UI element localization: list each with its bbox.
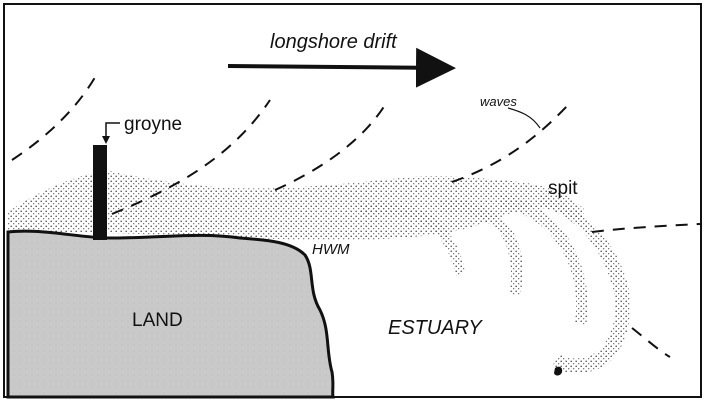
- spit-dot: [554, 367, 562, 376]
- estuary-label: ESTUARY: [388, 317, 483, 339]
- drift-arrow: [228, 66, 448, 68]
- spit-label: spit: [548, 178, 578, 199]
- hwm-label: HWM: [312, 241, 350, 258]
- wave-crest: [12, 72, 98, 160]
- wave-crest: [275, 100, 388, 190]
- groyne-label: groyne: [124, 114, 182, 135]
- groyne-pointer-arrow: [102, 136, 110, 144]
- land-label: LAND: [132, 310, 183, 331]
- waves-pointer: [508, 108, 540, 128]
- wave-crest: [632, 328, 670, 357]
- wave-crest: [452, 105, 568, 182]
- drift-label: longshore drift: [270, 31, 398, 53]
- groyne: [93, 145, 107, 240]
- wave-crest: [592, 224, 700, 232]
- waves-label: waves: [480, 94, 517, 109]
